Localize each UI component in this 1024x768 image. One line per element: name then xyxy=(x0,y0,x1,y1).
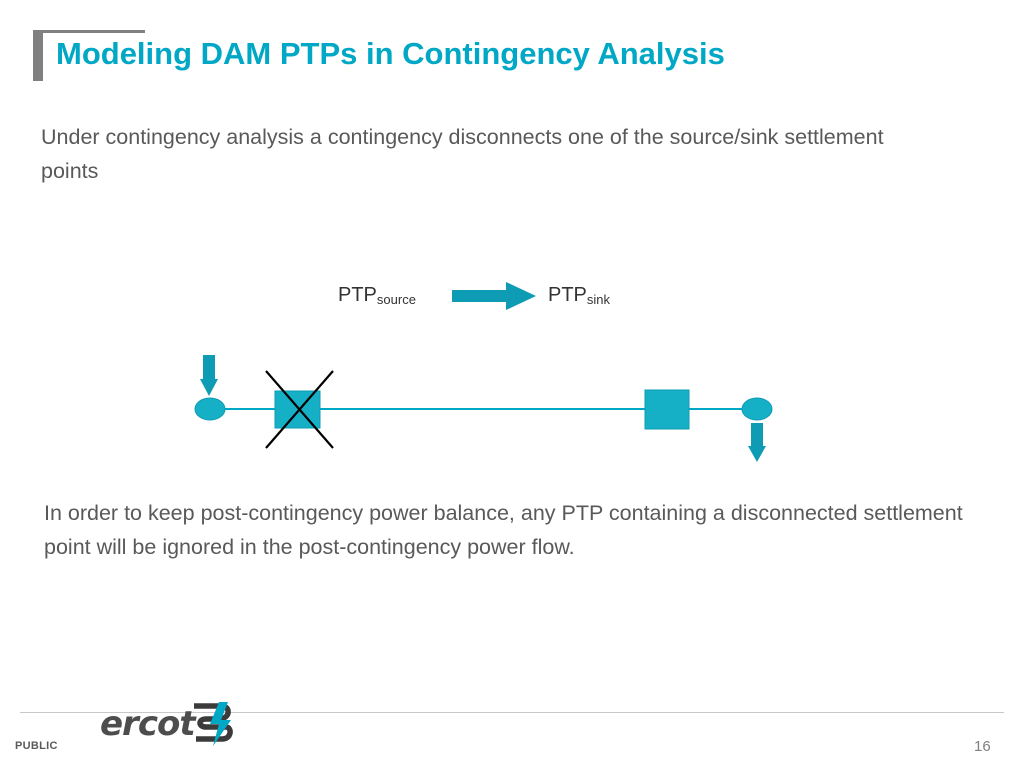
intro-paragraph: Under contingency analysis a contingency… xyxy=(41,125,884,183)
disconnected-bus-node xyxy=(274,390,321,429)
footer-divider xyxy=(20,712,1004,713)
ercot-logo: ercot xyxy=(100,700,233,748)
sink-settlement-point-node xyxy=(741,397,773,421)
ptp-source-label-main: PTP xyxy=(338,284,377,306)
sink-withdrawal-arrow-icon xyxy=(748,423,766,462)
classification-label: PUBLIC xyxy=(15,740,58,752)
ptp-flow-arrow-icon xyxy=(452,282,536,310)
sink-bus-node xyxy=(644,389,690,430)
title-top-rule xyxy=(33,30,145,33)
ptp-sink-label: PTPsink xyxy=(548,284,610,307)
source-settlement-point-node xyxy=(194,397,226,421)
conclusion-paragraph: In order to keep post-contingency power … xyxy=(44,501,963,559)
page-number: 16 xyxy=(974,738,991,755)
diagram-canvas xyxy=(194,282,773,462)
contingency-outage-cross-icon xyxy=(265,370,334,449)
ptp-sink-label-main: PTP xyxy=(548,284,587,306)
ercot-bolt-icon xyxy=(194,702,233,746)
page-title: Modeling DAM PTPs in Contingency Analysi… xyxy=(56,36,725,71)
ptp-contingency-diagram: PTPsource PTPsink xyxy=(0,260,1024,480)
source-injection-arrow-icon xyxy=(200,355,218,396)
ptp-sink-label-sub: sink xyxy=(586,292,611,307)
title-accent-bar xyxy=(33,33,43,81)
ptp-source-label: PTPsource xyxy=(338,284,416,307)
ercot-logo-text: ercot xyxy=(100,704,196,744)
ptp-source-label-sub: source xyxy=(376,292,416,307)
